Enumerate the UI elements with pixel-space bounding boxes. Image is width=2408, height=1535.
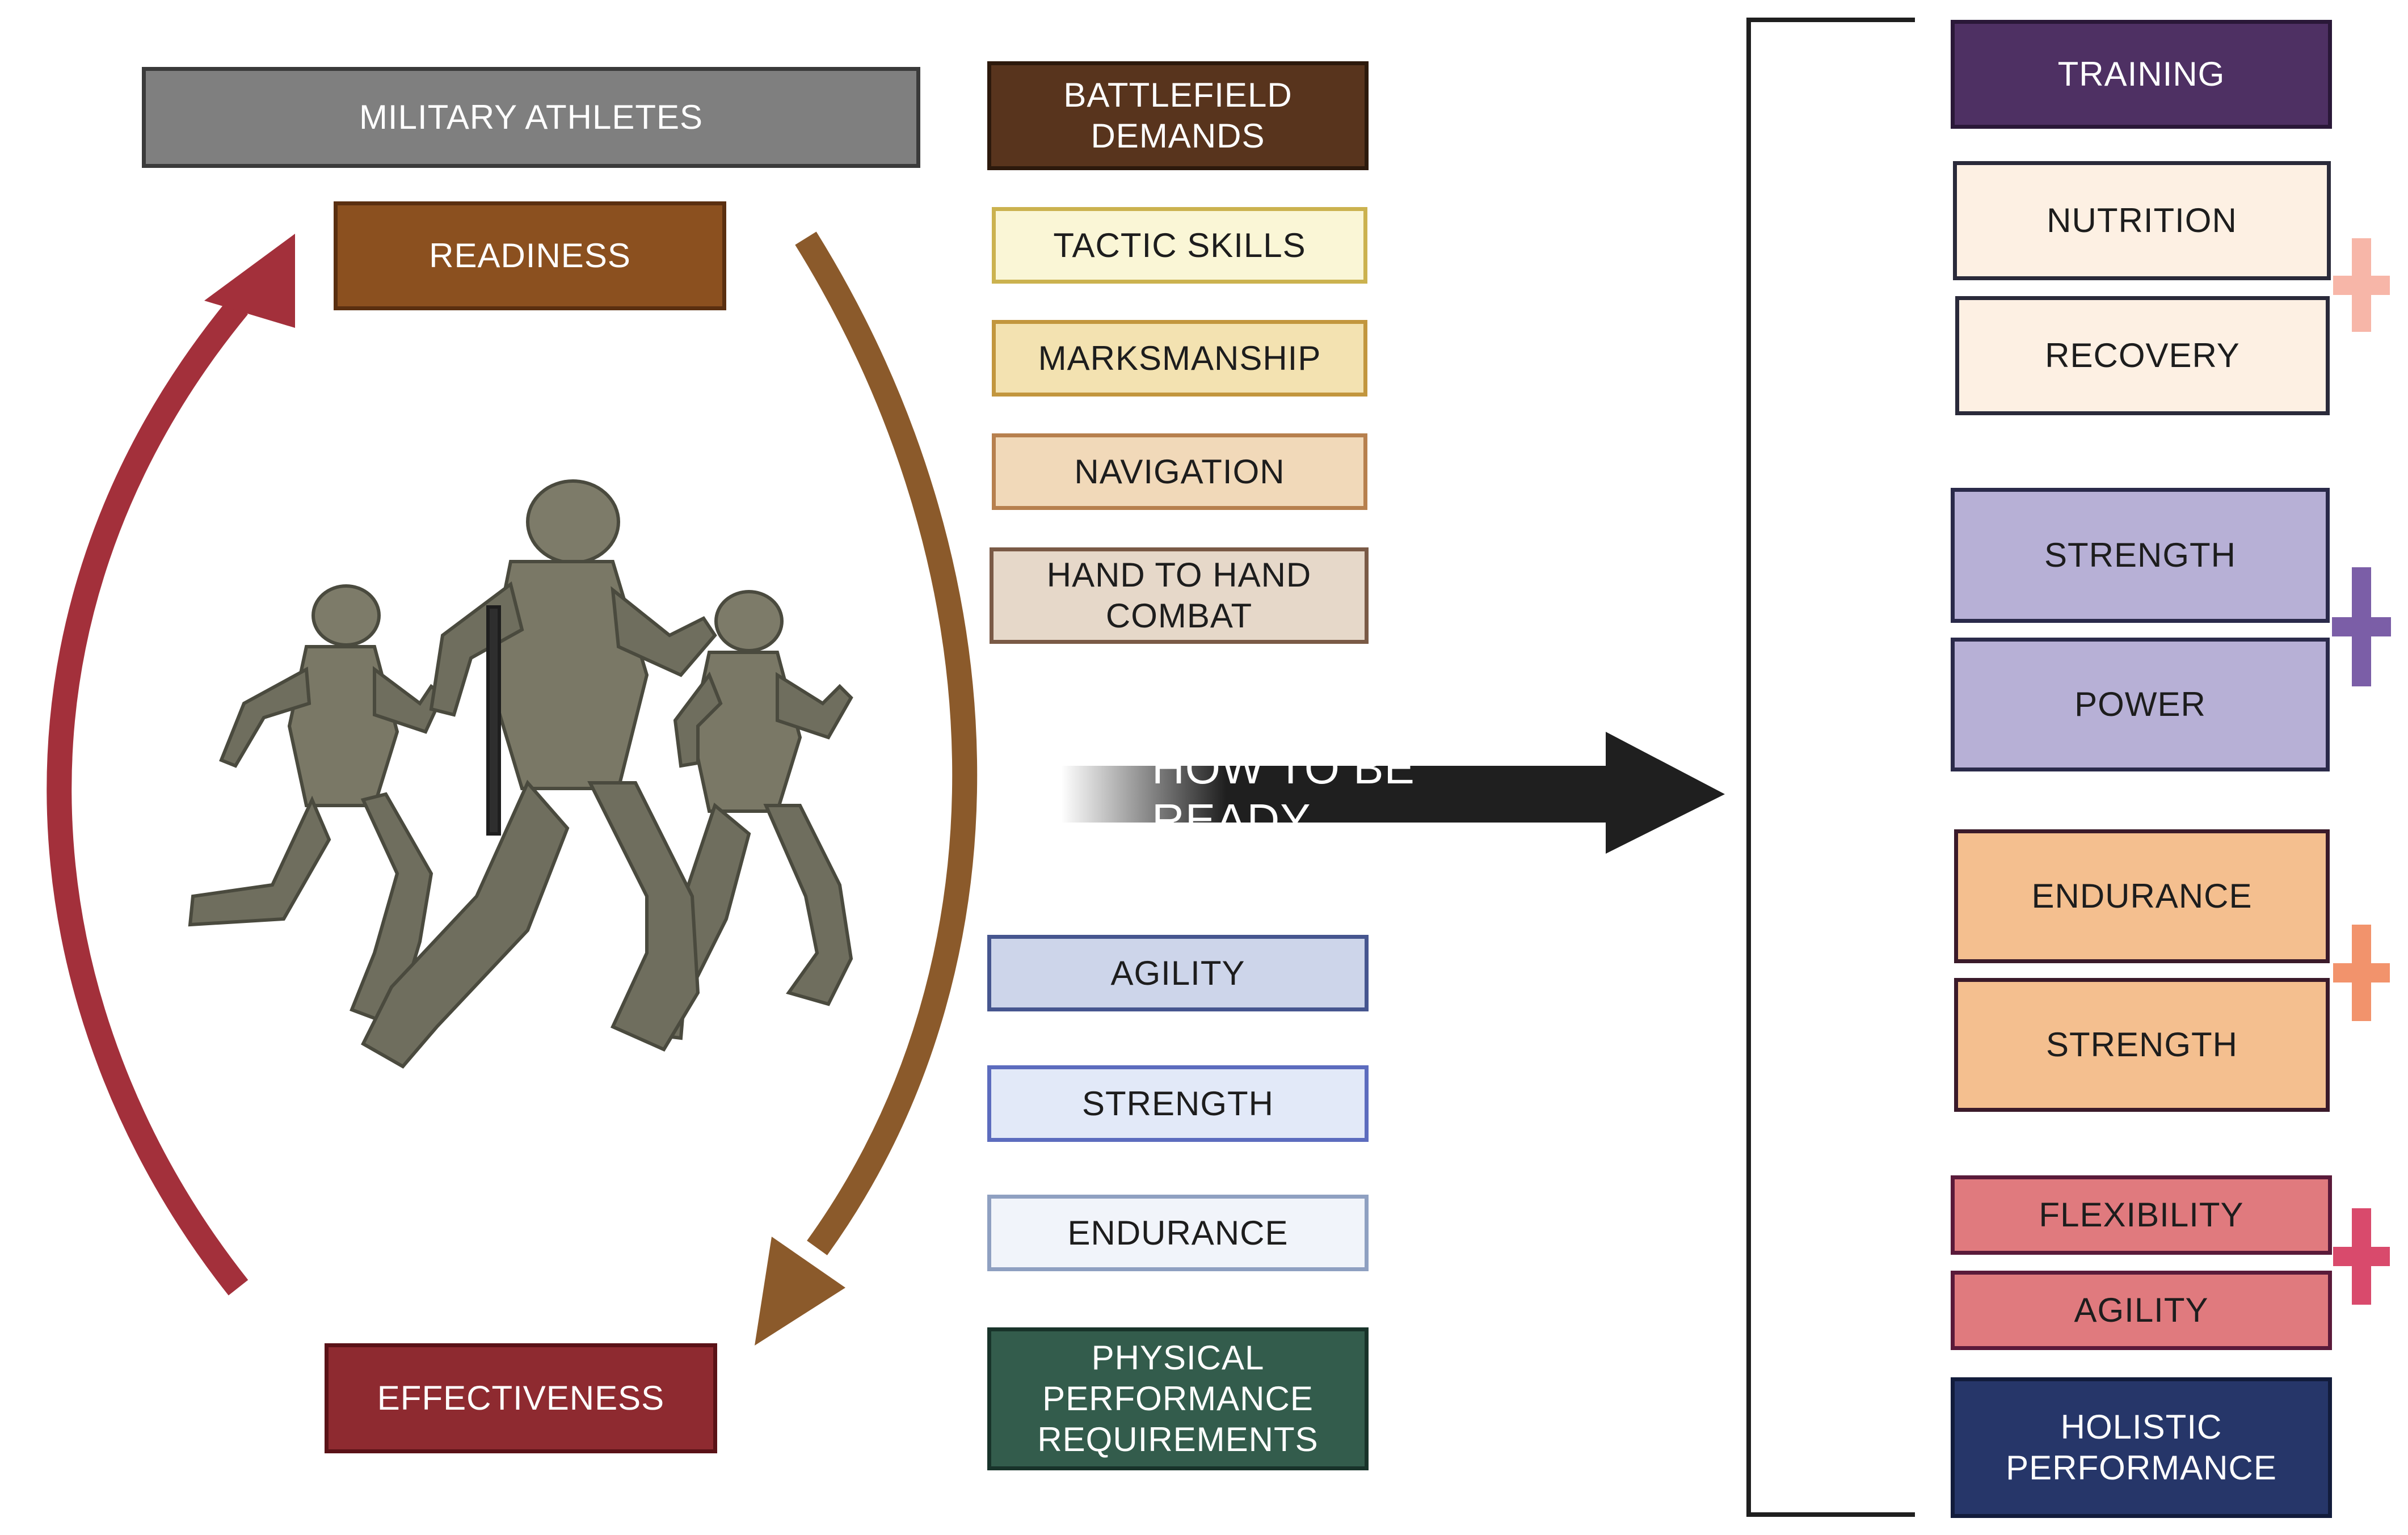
how-to-be-ready-arrow xyxy=(1061,732,1725,854)
soldier-left xyxy=(188,584,445,1030)
battlefield-demands-label: BATTLEFIELD DEMANDS xyxy=(1063,76,1293,155)
flexibility-label: FLEXIBILITY xyxy=(2039,1196,2244,1234)
endurance-plan-box: ENDURANCE xyxy=(1954,829,2330,963)
flexibility-box: FLEXIBILITY xyxy=(1951,1175,2332,1255)
nutrition-box: NUTRITION xyxy=(1953,161,2331,280)
agility-plan-label: AGILITY xyxy=(2074,1291,2209,1329)
recovery-label: RECOVERY xyxy=(2045,336,2240,374)
soldier-center xyxy=(361,479,717,1069)
endurance-box: ENDURANCE xyxy=(987,1195,1369,1271)
agility-label: AGILITY xyxy=(1110,954,1245,992)
nutrition-label: NUTRITION xyxy=(2047,201,2237,239)
recovery-box: RECOVERY xyxy=(1955,296,2330,415)
holistic-performance-box: HOLISTIC PERFORMANCE xyxy=(1951,1377,2332,1518)
tactic-skills-box: TACTIC SKILLS xyxy=(992,207,1367,284)
plus-icon xyxy=(2332,567,2391,686)
endurance-plan-label: ENDURANCE xyxy=(2031,877,2253,915)
training-label: TRAINING xyxy=(2057,55,2225,93)
how-to-be-ready-label: HOW TO BE READY xyxy=(1152,743,1415,845)
power-label: POWER xyxy=(2074,685,2206,723)
hand-to-hand-combat-box: HAND TO HAND COMBAT xyxy=(990,547,1369,644)
right-bracket xyxy=(1746,18,1915,1517)
readiness-label: READINESS xyxy=(429,237,631,275)
military-athletes-label: MILITARY ATHLETES xyxy=(359,98,704,136)
navigation-box: NAVIGATION xyxy=(992,433,1367,510)
effectiveness-box: EFFECTIVENESS xyxy=(325,1343,717,1453)
strength-endurance-box: STRENGTH xyxy=(1954,978,2330,1112)
holistic-performance-label: HOLISTIC PERFORMANCE xyxy=(2006,1408,2277,1487)
military-athletes-box: MILITARY ATHLETES xyxy=(142,67,920,168)
strength-plan-label: STRENGTH xyxy=(2044,536,2236,574)
tactic-skills-label: TACTIC SKILLS xyxy=(1053,226,1306,264)
strength-box: STRENGTH xyxy=(987,1065,1369,1142)
physical-performance-requirements-label: PHYSICAL PERFORMANCE REQUIREMENTS xyxy=(1037,1339,1319,1458)
strength-label: STRENGTH xyxy=(1082,1084,1274,1123)
plus-icon xyxy=(2333,1208,2390,1305)
effectiveness-label: EFFECTIVENESS xyxy=(377,1379,665,1417)
soldiers-running-image xyxy=(188,479,853,1069)
physical-performance-requirements-box: PHYSICAL PERFORMANCE REQUIREMENTS xyxy=(987,1327,1369,1470)
plus-icon xyxy=(2333,238,2390,332)
hand-to-hand-combat-label: HAND TO HAND COMBAT xyxy=(1046,556,1312,635)
strength-power-strength-box: STRENGTH xyxy=(1951,488,2330,623)
training-box: TRAINING xyxy=(1951,20,2332,129)
agility-box: AGILITY xyxy=(987,935,1369,1011)
marksmanship-box: MARKSMANSHIP xyxy=(992,320,1367,397)
power-box: POWER xyxy=(1951,638,2330,771)
endurance-label: ENDURANCE xyxy=(1067,1213,1289,1252)
plus-icon xyxy=(2333,925,2390,1021)
navigation-label: NAVIGATION xyxy=(1074,452,1285,491)
strength-endurance-label: STRENGTH xyxy=(2046,1026,2238,1064)
battlefield-demands-box: BATTLEFIELD DEMANDS xyxy=(987,61,1369,170)
effectiveness-to-readiness-arrow xyxy=(47,234,295,1296)
readiness-to-effectiveness-arrow xyxy=(755,231,978,1346)
agility-plan-box: AGILITY xyxy=(1951,1271,2332,1350)
marksmanship-label: MARKSMANSHIP xyxy=(1038,339,1321,377)
readiness-box: READINESS xyxy=(334,201,726,310)
